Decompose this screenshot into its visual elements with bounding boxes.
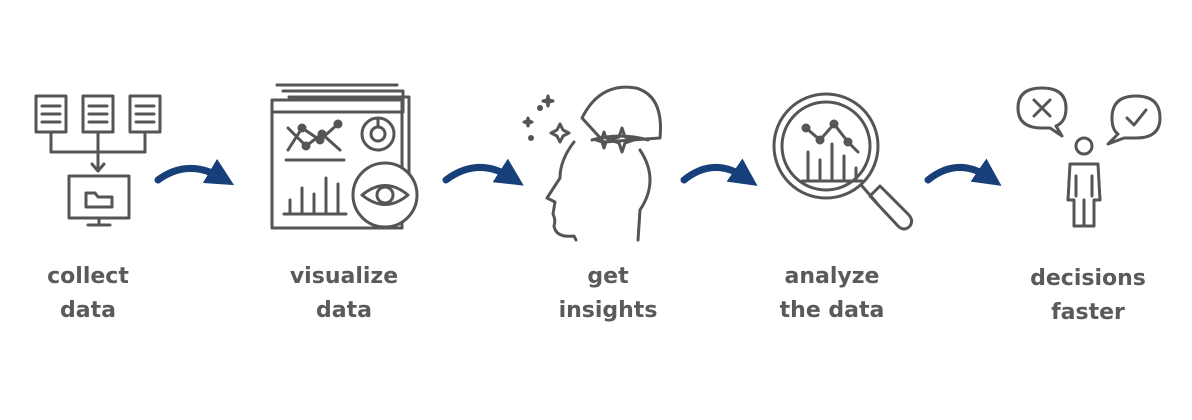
step-label-line: data (316, 298, 372, 323)
step-label-line: analyze (784, 264, 880, 289)
head-insight-icon (522, 85, 662, 242)
step-label-line: visualize (289, 264, 399, 289)
person-decision-icon (1016, 86, 1162, 228)
step-label-get-insights: get insights (508, 260, 708, 328)
step-label-line: faster (1051, 300, 1125, 325)
arrow-3-icon (680, 158, 758, 186)
step-label-line: insights (558, 298, 658, 323)
arrow-4-icon (924, 158, 1002, 186)
magnifier-chart-icon (772, 92, 914, 231)
step-label-line: get (587, 264, 629, 289)
collect-data-icon (34, 94, 162, 227)
step-label-line: data (60, 298, 116, 323)
arrow-2-icon (442, 158, 524, 186)
step-label-line: collect (47, 264, 129, 289)
step-label-decisions-faster: decisions faster (988, 262, 1188, 330)
arrow-1-icon (154, 158, 235, 186)
step-label-line: the data (779, 298, 885, 323)
step-label-line: decisions (1030, 266, 1146, 291)
step-label-analyze-the-data: analyze the data (732, 260, 932, 328)
dashboard-eye-icon (270, 83, 419, 230)
step-label-collect-data: collect data (0, 260, 188, 328)
step-label-visualize-data: visualize data (244, 260, 444, 328)
